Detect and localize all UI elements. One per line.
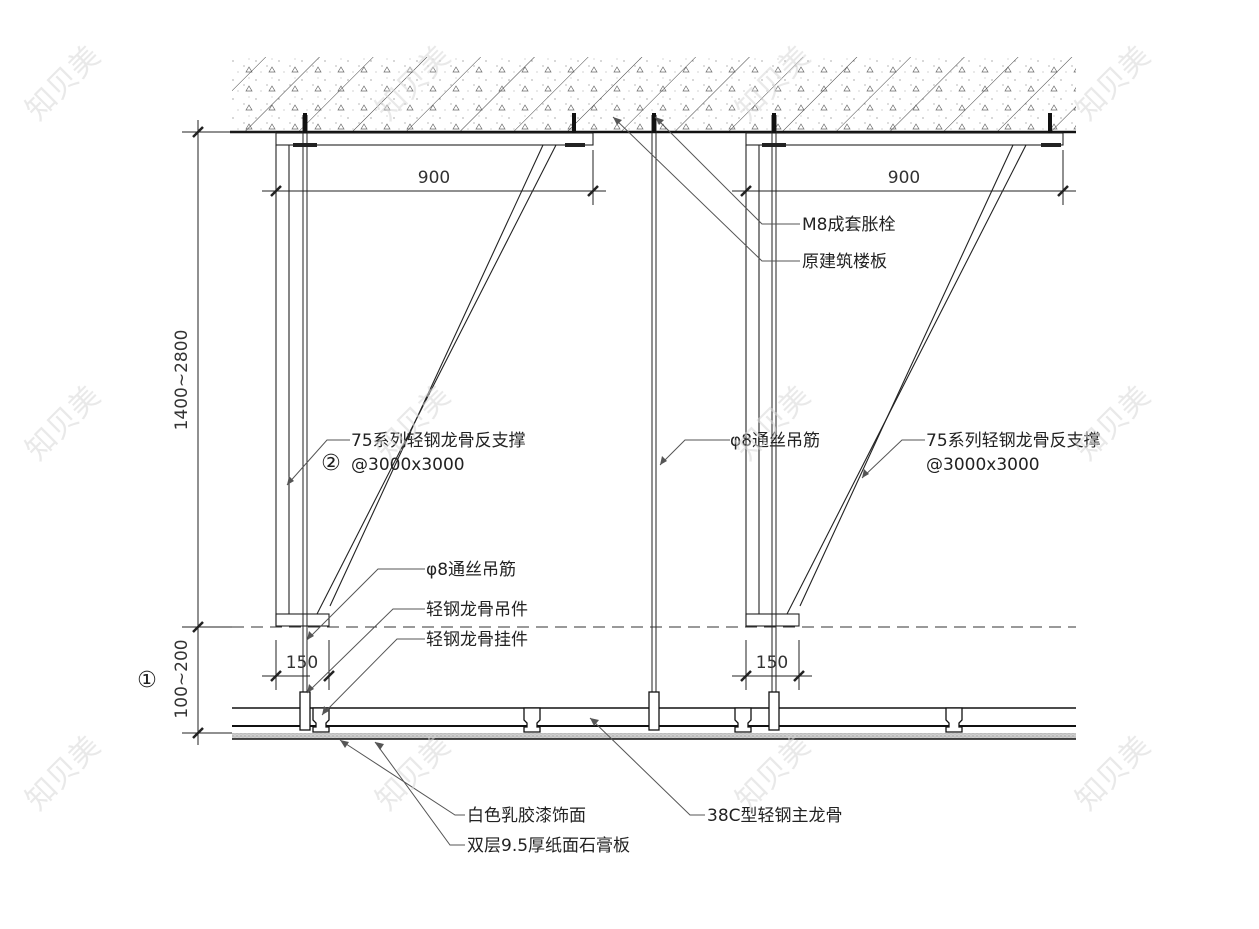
- label-main-keel: 38C型轻钢主龙骨: [707, 806, 843, 826]
- dim-ceiling-gap: 100~200: [172, 639, 192, 718]
- right-hanger-rod: [762, 113, 1061, 700]
- concrete-slab: [230, 57, 1076, 134]
- watermark: 知贝美: [729, 379, 817, 467]
- leader-lines: [286, 116, 925, 846]
- dim-right-150: 150: [756, 653, 788, 673]
- label-slab: 原建筑楼板: [802, 252, 887, 272]
- gypsum-board: [232, 733, 1076, 740]
- marker-1: ①: [137, 668, 157, 693]
- label-brace-left-1: 75系列轻钢龙骨反支撑: [351, 431, 526, 451]
- dimension-lines: [182, 120, 1076, 745]
- right-brace-frame: [745, 132, 1064, 627]
- label-anchor-bolt: M8成套胀栓: [802, 215, 895, 235]
- watermark: 知贝美: [1069, 729, 1157, 817]
- label-rod-left: φ8通丝吊筋: [426, 560, 516, 580]
- watermark: 知贝美: [19, 379, 107, 467]
- dim-hanger-height: 1400~2800: [172, 330, 192, 431]
- dim-left-150: 150: [286, 653, 318, 673]
- label-brace-right-1: 75系列轻钢龙骨反支撑: [926, 431, 1101, 451]
- dim-left-900: 900: [418, 168, 450, 188]
- label-gypsum-board: 双层9.5厚纸面石膏板: [467, 835, 630, 856]
- watermark: 知贝美: [369, 729, 457, 817]
- watermark: 知贝美: [1069, 379, 1157, 467]
- watermark: 知贝美: [19, 39, 107, 127]
- dim-right-900: 900: [888, 168, 920, 188]
- hangers: [299, 691, 780, 731]
- label-brace-right-2: @3000x3000: [926, 455, 1040, 475]
- watermark: 知贝美: [729, 729, 817, 817]
- label-hanger-piece: 轻钢龙骨吊件: [426, 600, 528, 620]
- watermark: 知贝美: [1069, 39, 1157, 127]
- label-brace-left-2: @3000x3000: [351, 455, 465, 475]
- center-hanger-rod: [651, 113, 657, 700]
- label-rod-center: φ8通丝吊筋: [730, 431, 820, 451]
- watermark: 知贝美: [19, 729, 107, 817]
- leader-arrowheads: [287, 117, 869, 750]
- label-paint-finish: 白色乳胶漆饰面: [467, 806, 586, 826]
- label-hook-piece: 轻钢龙骨挂件: [426, 630, 528, 650]
- left-brace-frame: [275, 132, 594, 627]
- left-hanger-rod: [293, 113, 585, 700]
- c-channels: [312, 707, 963, 733]
- marker-2: ②: [321, 451, 341, 476]
